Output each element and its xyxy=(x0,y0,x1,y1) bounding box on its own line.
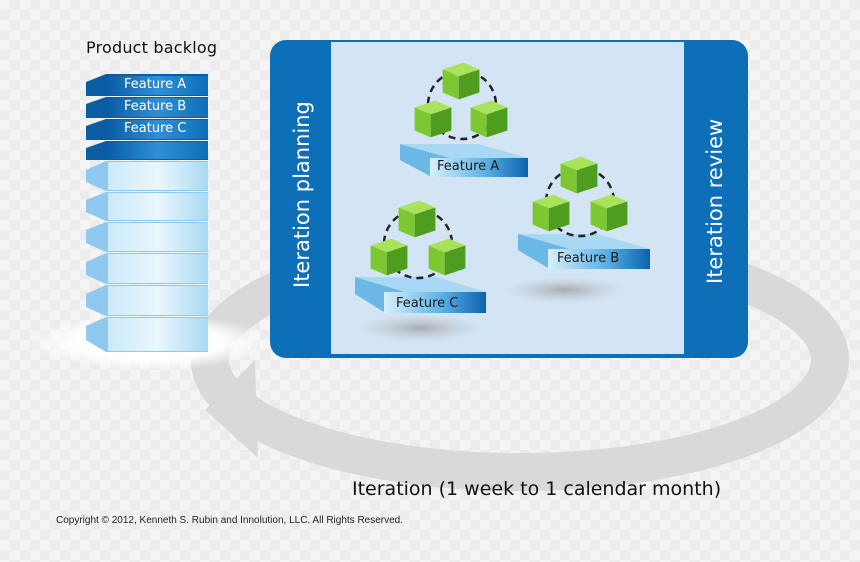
feature-c-label: Feature C xyxy=(396,296,459,311)
feature-b-platform xyxy=(518,234,650,269)
backlog-layer xyxy=(86,253,208,284)
cube xyxy=(560,156,598,194)
backlog-title: Product backlog xyxy=(86,38,218,57)
iteration-caption: Iteration (1 week to 1 calendar month) xyxy=(352,478,722,500)
feature-c-platform xyxy=(355,277,486,313)
cube xyxy=(370,238,408,276)
cube xyxy=(428,238,466,276)
backlog-layer xyxy=(86,97,208,118)
backlog-item-label: Feature B xyxy=(124,99,187,114)
backlog-layer xyxy=(86,74,208,96)
iteration-planning-label: Iteration planning xyxy=(290,101,314,288)
cube xyxy=(590,194,628,232)
copyright-notice: Copyright © 2012, Kenneth S. Rubin and I… xyxy=(56,515,404,526)
backlog-layer xyxy=(86,222,208,252)
backlog-layer xyxy=(86,285,208,316)
backlog-layer xyxy=(86,192,208,221)
backlog-item-label: Feature C xyxy=(124,121,187,136)
feature-a-platform xyxy=(400,144,528,177)
backlog-layer xyxy=(86,317,208,352)
feature-a-label: Feature A xyxy=(437,159,500,174)
cube xyxy=(532,194,570,232)
iteration-frame xyxy=(270,40,748,358)
cube xyxy=(398,200,436,238)
cube xyxy=(414,100,452,138)
feature-c-shadow xyxy=(358,314,482,342)
cube xyxy=(442,62,480,100)
backlog-stack xyxy=(86,74,208,352)
feature-b-shadow xyxy=(505,277,625,303)
iteration-review-label: Iteration review xyxy=(703,118,727,284)
feature-b-label: Feature B xyxy=(557,251,620,266)
cube xyxy=(470,100,508,138)
backlog-layer xyxy=(86,161,208,191)
backlog-layer xyxy=(86,119,208,140)
backlog-layer xyxy=(86,141,208,160)
backlog-item-label: Feature A xyxy=(124,77,187,92)
